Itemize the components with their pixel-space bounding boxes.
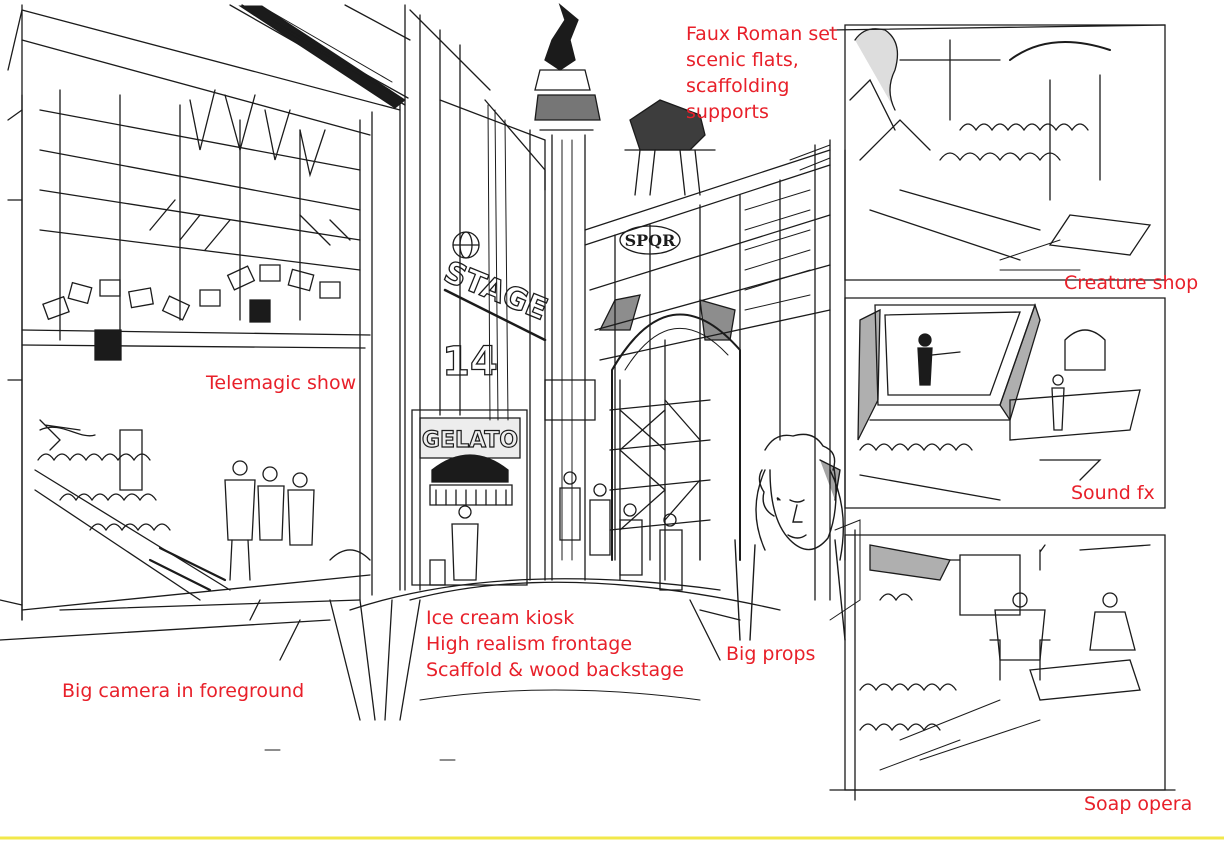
annotation-big-camera: Big camera in foreground — [62, 680, 305, 702]
annotation-soap-opera: Soap opera — [1084, 793, 1193, 815]
annotation-telemagic-show: Telemagic show — [206, 372, 357, 394]
annotation-sound-fx: Sound fx — [1071, 482, 1155, 504]
stage-sign-number: 14 — [442, 339, 498, 385]
annotation-line: scaffolding — [686, 75, 790, 97]
roman-column-sketch — [535, 5, 715, 580]
stage-building-sketch — [265, 5, 780, 760]
creature-shop-panel — [830, 25, 1165, 280]
annotation-line: scenic flats, — [686, 49, 799, 71]
annotation-creature-shop: Creature shop — [1064, 272, 1199, 294]
kiosk-sign: GELATO — [422, 428, 518, 453]
annotation-line: supports — [686, 101, 769, 123]
annotation-faux-roman-set: Faux Roman set scenic flats, scaffolding… — [686, 21, 837, 125]
annotation-ice-cream-kiosk: Ice cream kiosk High realism frontage Sc… — [426, 605, 684, 683]
big-prop-head-sketch — [735, 434, 860, 640]
annotation-line: Faux Roman set — [686, 23, 838, 45]
sound-fx-panel — [845, 298, 1165, 508]
annotation-line: Scaffold & wood backstage — [426, 659, 684, 681]
annotation-line: Ice cream kiosk — [426, 607, 575, 629]
annotation-line: High realism frontage — [426, 633, 633, 655]
annotation-big-props: Big props — [726, 643, 816, 665]
arch-inscription: SPQR — [625, 231, 677, 250]
telemagic-studio-sketch — [0, 5, 420, 720]
soap-opera-panel — [830, 530, 1175, 800]
